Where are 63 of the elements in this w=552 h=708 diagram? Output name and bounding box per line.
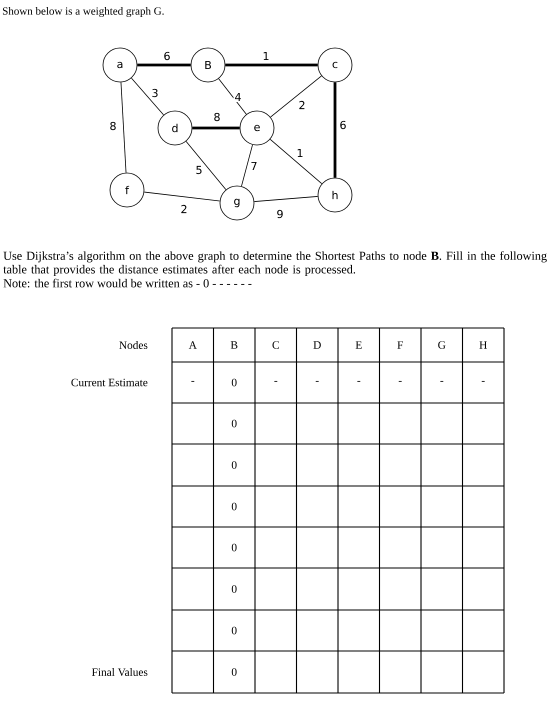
edge-weight: 2 bbox=[298, 100, 306, 110]
table-cell-text: - bbox=[316, 380, 319, 382]
weighted-edge bbox=[241, 144, 253, 187]
table-cell-text: C bbox=[272, 341, 279, 349]
table-cell-text: - bbox=[440, 380, 444, 382]
weighted-edge bbox=[270, 76, 322, 118]
edge-weight: 5 bbox=[194, 164, 204, 176]
weighted-edge bbox=[131, 78, 164, 116]
table-cell-text: 0 bbox=[232, 378, 237, 386]
weighted-edge bbox=[225, 64, 318, 66]
weighted-edge bbox=[186, 141, 226, 190]
graph-vertex: e bbox=[240, 110, 274, 146]
graph-vertex: d bbox=[158, 110, 192, 146]
edge-weight: 9 bbox=[276, 208, 284, 220]
graph-vertex: a bbox=[102, 48, 138, 82]
table-cell-text: 0 bbox=[232, 668, 237, 676]
edge-weight: 2 bbox=[180, 204, 188, 214]
table-cell-text: 0 bbox=[232, 626, 237, 634]
table-cell-text: 0 bbox=[232, 461, 237, 469]
row-label: Current Estimate bbox=[71, 378, 148, 386]
graph-vertex: f bbox=[110, 172, 144, 208]
row-label: Nodes bbox=[119, 341, 148, 349]
table-cell-text: - bbox=[191, 380, 194, 382]
weighted-edge bbox=[120, 82, 126, 174]
table-cell-text: E bbox=[356, 341, 362, 349]
weighted-edge bbox=[254, 196, 318, 202]
edge-weight: 6 bbox=[162, 50, 172, 62]
table-cell-text: - bbox=[398, 380, 402, 382]
table-cell-text: A bbox=[188, 341, 197, 349]
graph-vertex: g bbox=[220, 186, 254, 220]
table-cell-text: - bbox=[482, 380, 485, 382]
table-cell-text: G bbox=[438, 341, 446, 349]
table-cell-text: - bbox=[274, 380, 278, 382]
graph-vertex: B bbox=[190, 48, 226, 82]
weighted-edge bbox=[144, 192, 220, 202]
edge-weight: 4 bbox=[234, 92, 242, 102]
graph-vertex: h bbox=[318, 178, 352, 212]
instructions-paragraph: Use Dijkstra’s algorithm on the above graph to determine the Shortest Paths to node B. Fill in the following table that provides the distance estimates after each node is processed. bbox=[3, 251, 547, 276]
table-cell-text: F bbox=[397, 341, 403, 349]
note-text: Note: the first row would be written as - 0 - - - - - - bbox=[4, 278, 252, 288]
edge-weight: 8 bbox=[108, 120, 118, 132]
title: Shown below is a weighted graph G. bbox=[2, 7, 164, 17]
weighted-edge bbox=[192, 126, 240, 130]
weighted-edge bbox=[270, 138, 322, 184]
weighted-edge bbox=[334, 82, 336, 178]
table-cell-text: 0 bbox=[232, 585, 237, 593]
edge-weight: 6 bbox=[338, 120, 348, 130]
row-label: Final Values bbox=[92, 668, 148, 676]
table-cell-text: 0 bbox=[232, 544, 237, 552]
edge-weight: 8 bbox=[212, 112, 222, 122]
table-cell-text: 0 bbox=[232, 420, 237, 428]
table-cell-text: - bbox=[357, 380, 360, 382]
table-cell-text: B bbox=[230, 341, 238, 349]
weighted-edge bbox=[137, 64, 191, 66]
graph-vertex: c bbox=[318, 48, 352, 82]
edge-weight: 3 bbox=[150, 88, 160, 98]
edge-weight: 1 bbox=[262, 51, 270, 61]
edge-weight: 7 bbox=[250, 161, 258, 171]
edge-weight: 1 bbox=[296, 148, 304, 158]
table-cell-text: D bbox=[313, 341, 321, 349]
weighted-edge bbox=[218, 78, 247, 115]
table-cell-text: H bbox=[479, 341, 487, 349]
table-cell-text: 0 bbox=[232, 502, 237, 510]
